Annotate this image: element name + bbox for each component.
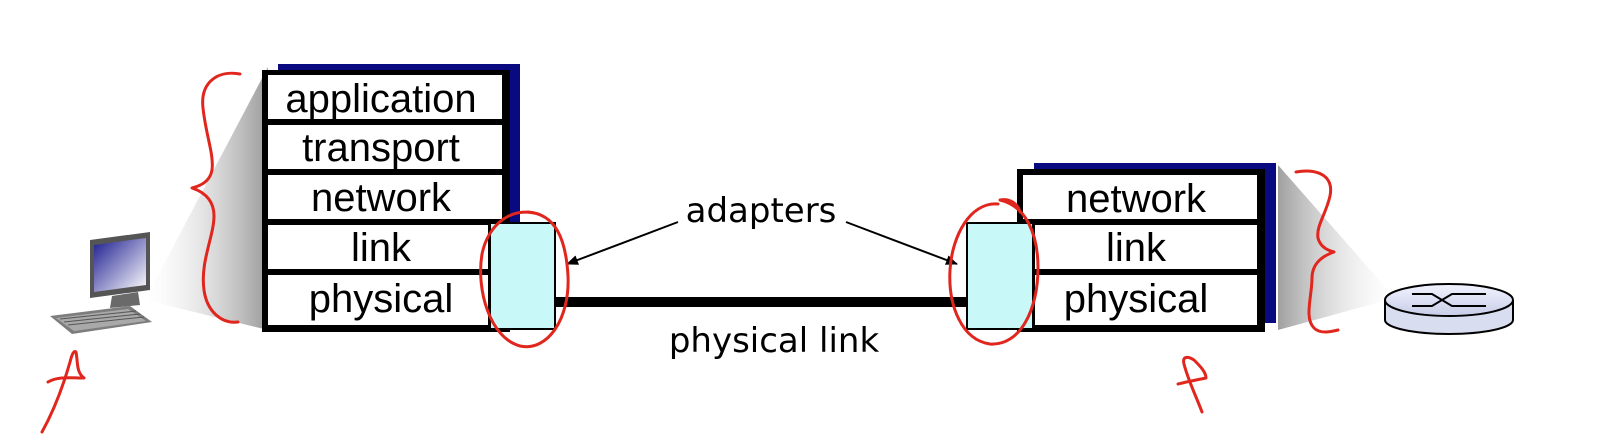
host-protocol-stack: application transport network link physi…: [262, 64, 520, 332]
host-stack-brace-mark: [190, 71, 242, 324]
router-layer-label: physical: [1064, 277, 1209, 321]
host-layer: transport: [268, 125, 502, 170]
router-adapter: [966, 222, 1034, 330]
router-protocol-stack: network link physical: [1017, 163, 1276, 332]
host-layer: physical: [268, 275, 488, 325]
router-stack-projection: [1278, 165, 1395, 330]
host-adapter: [489, 222, 556, 330]
router-layer-label: link: [1106, 226, 1167, 270]
host-layer-label: link: [351, 226, 412, 270]
host-layer: network: [268, 175, 502, 220]
host-layer-label: network: [311, 176, 452, 220]
router-layer-label: network: [1066, 177, 1207, 221]
physical-link-label: physical link: [669, 321, 880, 361]
host-layer-label: physical: [309, 277, 454, 321]
host-layer-label: transport: [302, 126, 460, 170]
router-layer: physical: [1035, 275, 1257, 325]
adapter-arrow-left: [566, 221, 679, 265]
handwritten-annotations: [40, 71, 1340, 434]
router-adapter-circle-mark: [948, 198, 1040, 346]
adapter-arrow-right: [845, 221, 958, 265]
adapters-label: adapters: [686, 191, 837, 231]
router-pointer-mark: [1176, 355, 1208, 414]
router-layer: link: [1035, 225, 1257, 270]
host-layer: application: [268, 75, 502, 121]
physical-link-line: [554, 297, 968, 307]
router-icon: [1384, 283, 1514, 335]
host-layer: link: [268, 225, 488, 270]
desktop-computer-icon: [50, 232, 152, 334]
router-stack-brace-mark: [1294, 169, 1340, 334]
host-layer-label: application: [285, 77, 476, 121]
host-pointer-mark: [40, 350, 86, 434]
host-adapter-circle-mark: [479, 210, 570, 349]
router-layer: network: [1023, 175, 1257, 221]
